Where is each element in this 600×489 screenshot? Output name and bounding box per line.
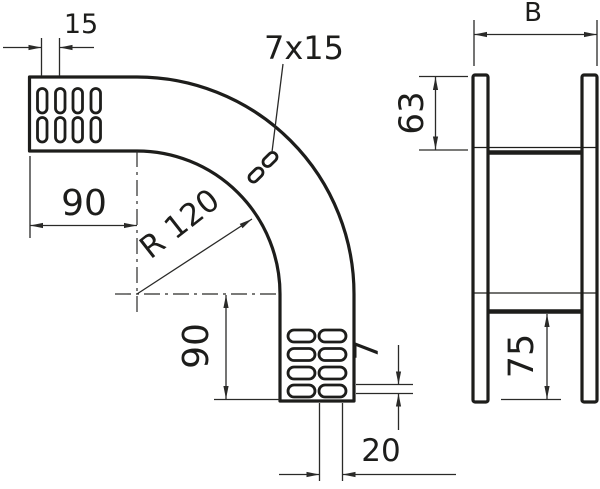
dimension-slot-pitch: 15: [3, 9, 98, 76]
radius-line: [136, 218, 253, 295]
leader-line: [271, 63, 284, 153]
dimension-vertical-leg: 90: [176, 295, 280, 401]
arc-perforations: [247, 151, 279, 184]
perforation-slot: [89, 87, 102, 115]
arrowhead: [544, 314, 550, 327]
dimension-label: 90: [176, 323, 217, 369]
dimension-width-B: B: [473, 0, 598, 66]
dimension-side-height: 63: [392, 75, 468, 151]
arrowhead: [124, 222, 137, 229]
perforation-slot: [286, 347, 317, 362]
dimension-end-offset: 20: [279, 403, 456, 481]
callout-label: 7x15: [264, 29, 344, 67]
perforation-slot: [71, 87, 84, 115]
perforation-slot: [286, 383, 317, 399]
perforation-slot: [247, 166, 265, 184]
perforation-slot: [89, 116, 102, 144]
perforation-slot: [317, 328, 348, 344]
perforation-slot: [36, 87, 49, 115]
arrowhead: [342, 471, 356, 478]
dimension-radius: R 120: [133, 182, 253, 295]
arrowhead: [432, 77, 439, 90]
section-view: [471, 73, 599, 404]
perforation-slot: [36, 116, 49, 144]
dimension-label: 75: [502, 334, 542, 379]
perforation-slot: [317, 347, 348, 362]
arrowhead: [223, 386, 229, 399]
arrowhead: [432, 136, 439, 150]
arrowhead: [28, 44, 42, 51]
arrowhead: [306, 471, 320, 478]
dimension-label: 63: [392, 91, 432, 134]
dimension-label: B: [524, 0, 542, 28]
dimension-slot-width: 7: [347, 340, 413, 430]
perforation-slot: [317, 365, 348, 381]
arrowhead: [223, 295, 229, 308]
dimension-label: 90: [61, 183, 107, 224]
perforation-slot: [261, 151, 279, 168]
dimension-label: 15: [64, 9, 98, 40]
section-right-rail: [580, 73, 599, 404]
dimension-bottom-depth: 75: [501, 314, 561, 401]
perforation-slot: [54, 116, 67, 144]
section-left-rail: [471, 73, 490, 404]
perforation-slot: [71, 116, 84, 144]
perforation-slot: [286, 365, 317, 381]
arrowhead: [30, 222, 43, 229]
dimension-label: 20: [361, 433, 400, 469]
horizontal-arm-perforations: [36, 87, 102, 144]
callout-slot-size: 7x15: [264, 29, 344, 153]
dimension-horizontal-leg: 90: [29, 156, 137, 238]
perforation-slot: [286, 328, 317, 344]
arrowhead: [474, 31, 487, 38]
perforation-slot: [317, 383, 348, 399]
arrowhead: [584, 31, 597, 38]
dimension-label: 7: [347, 340, 386, 361]
arrowhead: [239, 219, 252, 229]
perforation-slot: [54, 87, 67, 115]
arrowhead: [395, 371, 402, 385]
arrowhead: [395, 393, 402, 407]
arrowhead: [544, 386, 550, 399]
arrowhead: [59, 44, 73, 51]
dimension-label: R 120: [133, 182, 227, 266]
vertical-arm-perforations: [286, 328, 348, 399]
bend-plan-view: [27, 75, 356, 403]
